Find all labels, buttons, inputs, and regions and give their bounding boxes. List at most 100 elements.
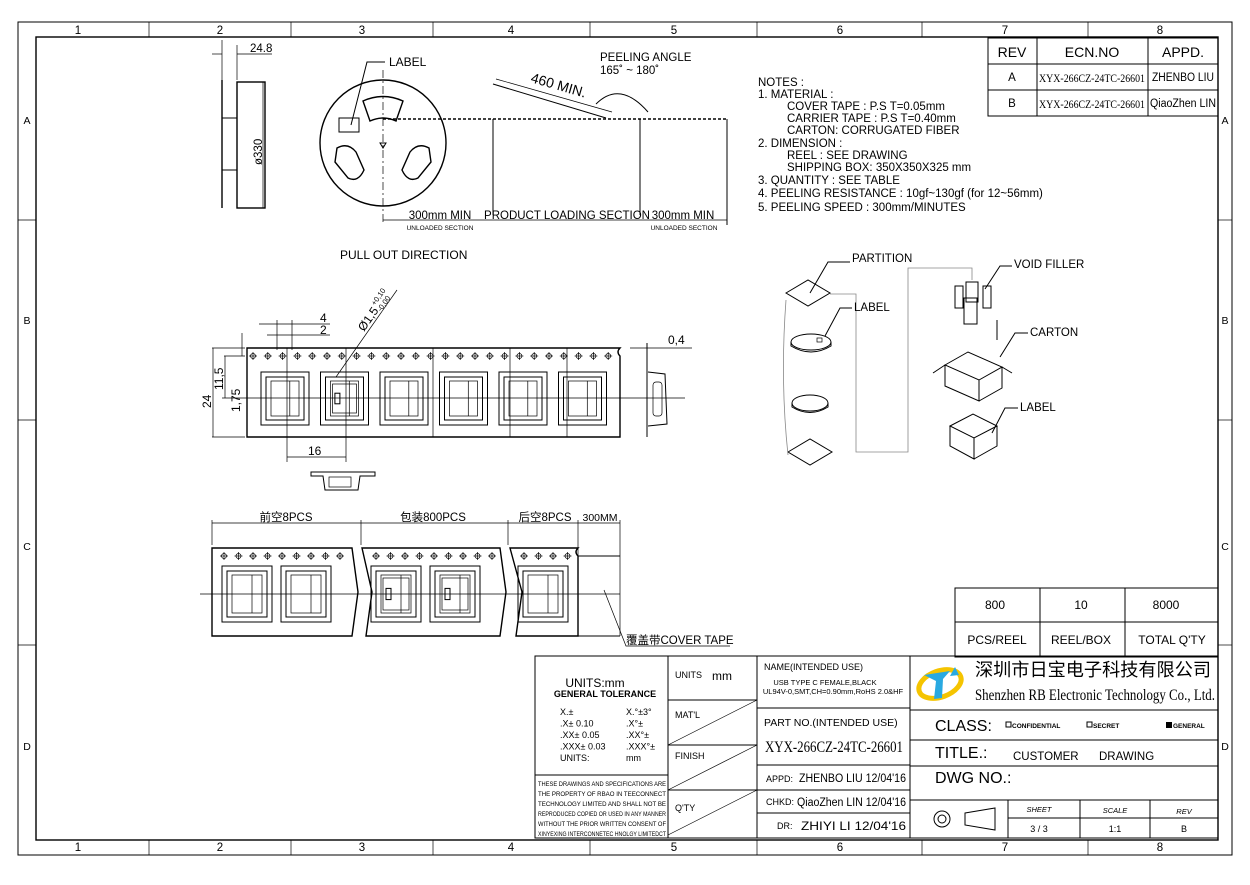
peeling-angle-value: 165˚ ~ 180˚ [600, 65, 659, 77]
name-label: NAME(INTENDED USE) [764, 662, 863, 672]
qty-label: Q'TY [675, 803, 695, 813]
column-label: 3 [359, 842, 365, 854]
column-label: 7 [1002, 25, 1008, 37]
note-line: 4. PEELING RESISTANCE : 10gf~130gf (for … [758, 188, 1043, 200]
rev-cell: A [1008, 72, 1016, 84]
note-line: 1. MATERIAL : [758, 89, 833, 101]
column-label: 2 [217, 25, 223, 37]
column-label: 2 [217, 842, 223, 854]
pocket-empty [517, 565, 569, 623]
title-block: UNITS:mm GENERAL TOLERANCE X.±X.°±3°.X± … [534, 655, 1219, 839]
void-filler-label: VOID FILLER [1014, 259, 1084, 271]
sprocket-hole [430, 552, 438, 560]
title-value-customer: CUSTOMER [1013, 751, 1079, 763]
sprocket-hole [386, 552, 395, 560]
pocket-empty [498, 371, 548, 426]
sprocket-hole [220, 552, 228, 560]
part-number: XYX-266CZ-24TC-26601 [765, 739, 903, 756]
partition-label: PARTITION [852, 253, 912, 265]
drawn-label: DR: [777, 821, 793, 831]
sprocket-hole [307, 552, 315, 560]
tolerance-linear: .XXX± 0.03 [560, 742, 605, 752]
reel-side-view: 24.8 ø330 [212, 40, 272, 209]
column-label: 6 [837, 25, 843, 37]
note-line: 2. DIMENSION : [758, 138, 842, 150]
tolerance-linear: .X± 0.10 [560, 719, 593, 729]
note-line: REEL : SEE DRAWING [787, 150, 908, 162]
pocket-empty [221, 565, 273, 623]
column-label: 4 [508, 25, 515, 37]
sprocket-hole [263, 552, 272, 560]
pocket-empty [280, 565, 332, 623]
section-name: UNLOADED SECTION [407, 225, 474, 232]
hole-to-center-dim: 11,5 [212, 367, 226, 390]
appd-cell: QiaoZhen LIN [1150, 98, 1216, 110]
notes-title: NOTES : [758, 77, 804, 89]
ecn-header: ECN.NO [1065, 44, 1120, 60]
row-label: D [23, 741, 31, 753]
packing-diagram: PARTITION LABEL VOID FILLER CARTON LABEL [783, 253, 1084, 466]
reel-label-callout: LABEL [389, 55, 427, 69]
reel-diameter-dim: ø330 [253, 139, 265, 165]
pocket-loaded [320, 371, 369, 426]
section-dim: 300mm MIN [409, 210, 472, 222]
note-line: SHIPPING BOX: 350X350X325 mm [787, 162, 971, 174]
name-line-1: USB TYPE C FEMALE,BLACK [773, 678, 876, 687]
box-label-label: LABEL [1020, 402, 1056, 414]
title-value-drawing: DRAWING [1099, 751, 1154, 763]
reel-label-label: LABEL [854, 302, 890, 314]
section-dim: PRODUCT LOADING SECTION [484, 210, 650, 222]
reel-per-box-value: 10 [1074, 598, 1088, 612]
sprocket-hole [515, 352, 524, 360]
reel-front-view: LABEL 300mm MIN UNLOADED SECTION PRODUCT… [319, 52, 728, 232]
pull-out-direction: PULL OUT DIRECTION [340, 248, 467, 262]
class-confidential: CONFIDENTIAL [1012, 723, 1060, 730]
sprocket-hole [534, 552, 543, 560]
hole-edge-dim: 1,75 [229, 388, 243, 412]
pcs-per-reel-value: 800 [985, 598, 1005, 612]
tolerance-angular: .XXX°± [626, 742, 655, 752]
sprocket-hole [456, 352, 465, 360]
sheet-value: 3 / 3 [1030, 824, 1048, 834]
disclaimer-line: THESE DRAWINGS AND SPECIFICATIONS ARE [538, 781, 667, 788]
revision-table: REV ECN.NO APPD. A XYX-266CZ-24TC-26601 … [987, 37, 1219, 117]
units-title: UNITS:mm [565, 676, 624, 690]
disclaimer-line: THE PROPERTY OF RBAO IN TEECONNECT [538, 791, 666, 798]
disclaimer-line: XINYEXING INTERCONNETEC HNOLGY LIMITEDCT [538, 831, 666, 838]
disclaimer-line: TECHNOLOGY LIMITED AND SHALL NOT BE [538, 801, 667, 808]
pocket-empty [439, 371, 488, 426]
pitch-dim: 16 [308, 444, 322, 458]
pocket-empty [379, 371, 429, 426]
tolerance-linear: UNITS: [560, 753, 590, 763]
frame-row-labels: A B C D A B C D [23, 115, 1229, 753]
carrier-tape-view: PULL OUT DIRECTION 16 24 11,5 1,75 4 2 Ø… [200, 248, 692, 491]
rev-cell: B [1008, 98, 1016, 110]
sprocket-hole [485, 352, 494, 360]
total-qty-value: 8000 [1153, 598, 1180, 612]
ecn-cell: XYX-266CZ-24TC-26601 [1039, 97, 1145, 111]
sprocket-hole [234, 552, 243, 560]
carton-label: CARTON [1030, 327, 1078, 339]
hole-pitch-dim: 4 [320, 311, 327, 325]
sprocket-hole [500, 352, 509, 360]
finish-label: FINISH [675, 751, 705, 761]
row-label: A [23, 115, 30, 127]
tolerance-angular: .XX°± [626, 730, 649, 740]
trailer-count: 后空8PCS [518, 510, 571, 524]
column-label: 1 [75, 25, 81, 37]
part-no-label: PART NO.(INTENDED USE) [764, 717, 898, 729]
sprocket-hole [559, 352, 568, 360]
notes: NOTES : 1. MATERIAL : COVER TAPE : P.S T… [758, 77, 1043, 214]
sprocket-hole [411, 352, 420, 360]
peeling-angle-title: PEELING ANGLE [600, 52, 692, 64]
note-line: 3. QUANTITY : SEE TABLE [758, 175, 900, 187]
class-secret: SECRET [1093, 723, 1119, 730]
tolerance-angular: mm [626, 753, 641, 763]
rev-header: REV [998, 44, 1027, 60]
sprocket-hole [352, 352, 361, 360]
column-label: 5 [671, 842, 677, 854]
sprocket-hole [473, 552, 482, 560]
class-general: GENERAL [1173, 723, 1205, 730]
sprocket-hole [293, 352, 302, 360]
